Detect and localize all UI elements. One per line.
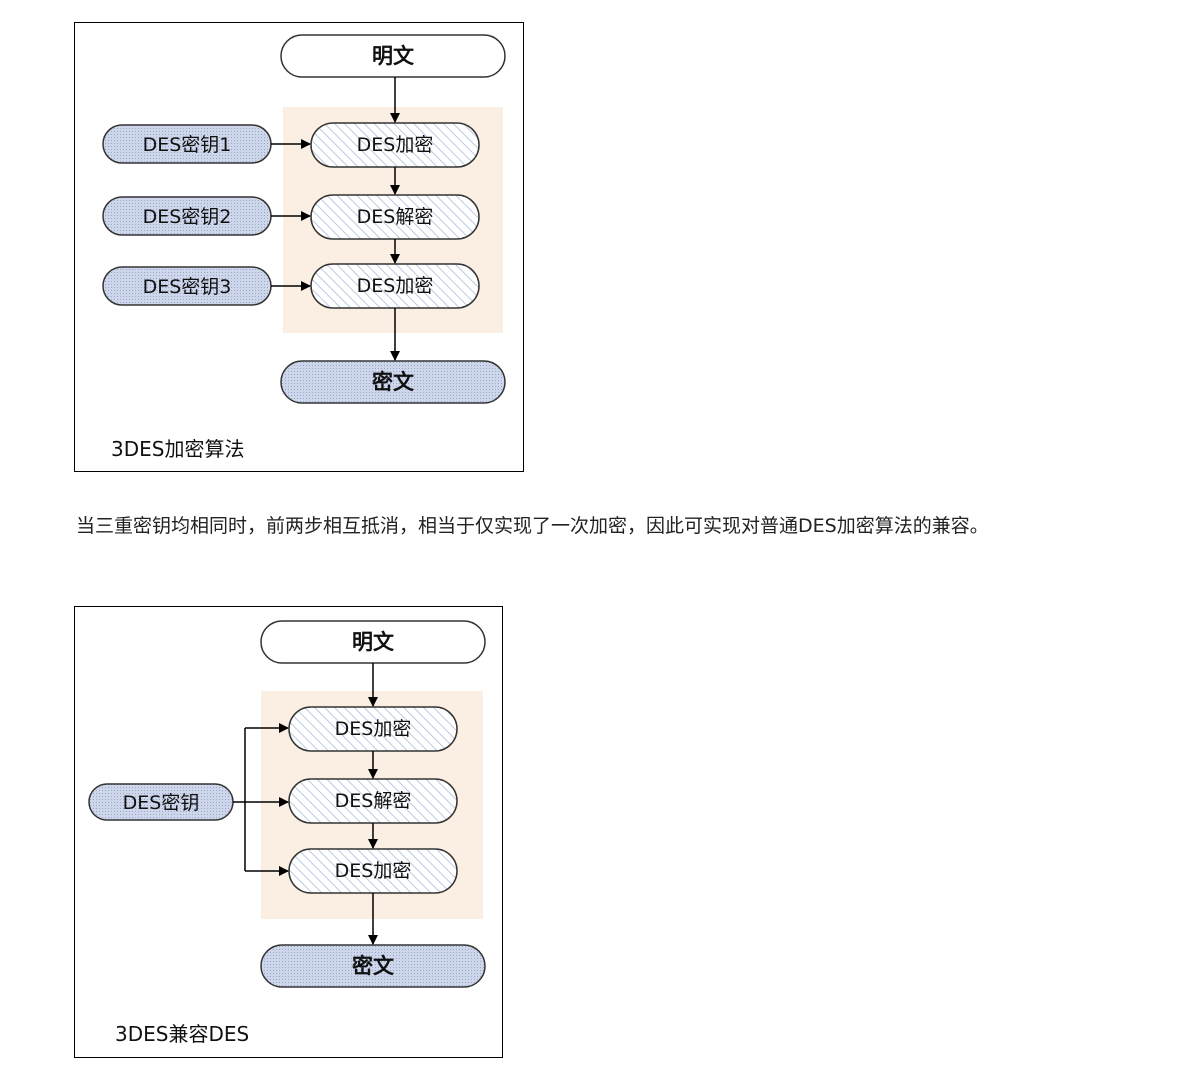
- step-label-3: DES加密: [357, 275, 434, 297]
- diagram-3des-encryption-svg: 明文 DES加密 DES解密 DES加密 DES密钥1 D: [102, 34, 506, 461]
- diagram-3des-compatible-des-svg: 明文 DES加密 DES解密 DES加密 DES密钥 密文: [88, 620, 486, 1046]
- body-paragraph: 当三重密钥均相同时，前两步相互抵消，相当于仅实现了一次加密，因此可实现对普通DE…: [76, 515, 989, 537]
- ciphertext-label: 密文: [372, 370, 415, 394]
- key-node-1: DES密钥1: [102, 124, 272, 164]
- step-node-2: DES解密: [288, 778, 458, 824]
- ciphertext-label: 密文: [352, 954, 395, 978]
- step-label-1: DES加密: [335, 718, 412, 740]
- diagram-3des-compatible-des: 明文 DES加密 DES解密 DES加密 DES密钥 密文: [74, 606, 503, 1058]
- step-node-1: DES加密: [310, 122, 480, 168]
- step-node-3: DES加密: [288, 848, 458, 894]
- key-label: DES密钥: [123, 792, 200, 814]
- figure-caption: 3DES兼容DES: [115, 1022, 249, 1046]
- figure-caption: 3DES加密算法: [111, 437, 244, 461]
- plaintext-label: 明文: [372, 44, 415, 68]
- diagram-3des-encryption: 明文 DES加密 DES解密 DES加密 DES密钥1 D: [74, 22, 524, 472]
- step-node-3: DES加密: [310, 263, 480, 309]
- key-node: DES密钥: [88, 783, 234, 821]
- step-label-3: DES加密: [335, 860, 412, 882]
- key-node-3: DES密钥3: [102, 266, 272, 306]
- key-label-2: DES密钥2: [143, 206, 232, 228]
- ciphertext-node: 密文: [280, 360, 506, 404]
- step-node-2: DES解密: [310, 194, 480, 240]
- key-label-1: DES密钥1: [143, 134, 232, 156]
- plaintext-node: 明文: [280, 34, 506, 78]
- step-label-1: DES加密: [357, 134, 434, 156]
- plaintext-label: 明文: [352, 630, 395, 654]
- key-label-3: DES密钥3: [143, 276, 232, 298]
- plaintext-node: 明文: [260, 620, 486, 664]
- ciphertext-node: 密文: [260, 944, 486, 988]
- step-node-1: DES加密: [288, 706, 458, 752]
- step-label-2: DES解密: [357, 206, 434, 228]
- key-node-2: DES密钥2: [102, 196, 272, 236]
- step-label-2: DES解密: [335, 790, 412, 812]
